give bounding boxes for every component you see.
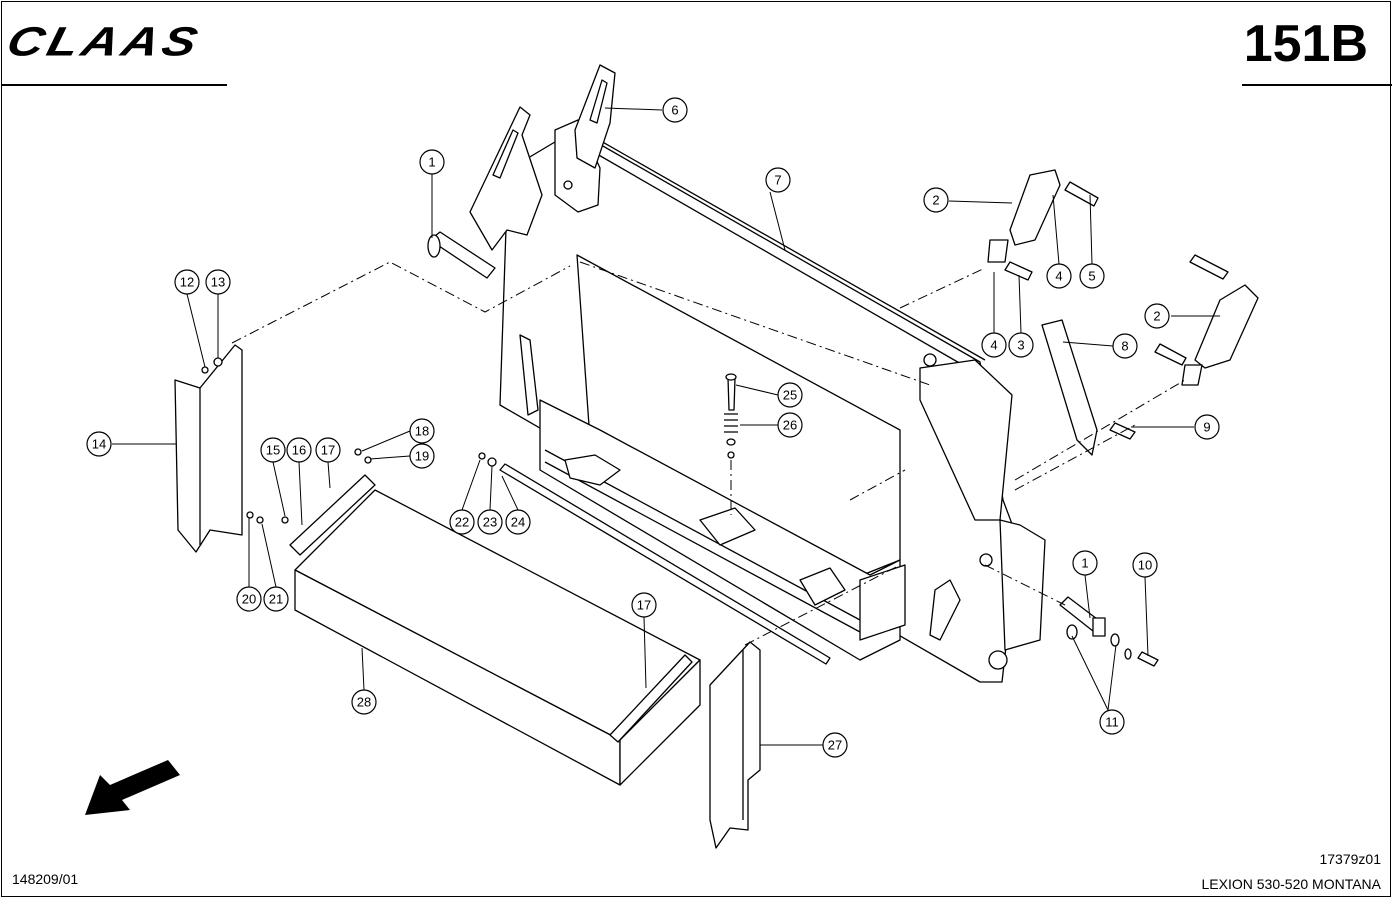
pin-lower-right bbox=[1154, 343, 1187, 366]
callout-11: 11 bbox=[1099, 709, 1125, 735]
callout-21: 21 bbox=[263, 586, 289, 612]
callout-number: 4 bbox=[990, 338, 997, 353]
main-frame-part bbox=[499, 119, 1046, 683]
callout-number: 23 bbox=[483, 515, 497, 530]
callout-2: 2 bbox=[1144, 303, 1170, 329]
left-curved-plate bbox=[469, 106, 543, 251]
callout-1: 1 bbox=[419, 149, 445, 175]
callout-27: 27 bbox=[822, 732, 848, 758]
callout-number: 9 bbox=[1203, 420, 1210, 435]
washers-11 bbox=[1066, 624, 1132, 660]
callout-number: 1 bbox=[1081, 556, 1088, 571]
callout-10: 10 bbox=[1132, 552, 1158, 578]
callout-number: 27 bbox=[828, 738, 842, 753]
callout-number: 12 bbox=[180, 275, 194, 290]
callout-number: 17 bbox=[321, 443, 335, 458]
rod-24 bbox=[499, 463, 831, 665]
callout-17: 17 bbox=[315, 437, 341, 463]
callout-number: 4 bbox=[1055, 269, 1062, 284]
callout-number: 26 bbox=[783, 418, 797, 433]
callout-number: 28 bbox=[357, 695, 371, 710]
callout-number: 2 bbox=[932, 193, 939, 208]
cylinder-2-lower bbox=[1181, 284, 1259, 386]
callout-18: 18 bbox=[409, 418, 435, 444]
callout-8: 8 bbox=[1112, 333, 1138, 359]
callout-number: 3 bbox=[1017, 338, 1024, 353]
callout-number: 17 bbox=[637, 598, 651, 613]
callout-number: 20 bbox=[242, 592, 256, 607]
callout-number: 24 bbox=[511, 515, 525, 530]
callout-22: 22 bbox=[449, 509, 475, 535]
spring-26 bbox=[724, 413, 738, 459]
model-name: LEXION 530-520 MONTANA bbox=[1201, 876, 1381, 892]
pin-3 bbox=[1004, 261, 1033, 281]
callout-4: 4 bbox=[981, 332, 1007, 358]
drawing-number: 17379z01 bbox=[1319, 851, 1381, 867]
callout-13: 13 bbox=[205, 269, 231, 295]
callout-7: 7 bbox=[765, 167, 791, 193]
callout-number: 5 bbox=[1088, 269, 1095, 284]
callout-number: 21 bbox=[269, 592, 283, 607]
pin-5 bbox=[1064, 181, 1099, 207]
pin-upper-right bbox=[1189, 254, 1229, 280]
callout-9: 9 bbox=[1194, 414, 1220, 440]
callout-16: 16 bbox=[286, 437, 312, 463]
callout-number: 19 bbox=[415, 449, 429, 464]
page-code: 151B bbox=[1243, 15, 1368, 73]
callout-6: 6 bbox=[662, 97, 688, 123]
callout-12: 12 bbox=[174, 269, 200, 295]
callout-number: 14 bbox=[92, 437, 106, 452]
guide-plate-8 bbox=[1041, 319, 1098, 456]
pin-1-right bbox=[1059, 596, 1106, 637]
callout-14: 14 bbox=[86, 431, 112, 457]
callout-20: 20 bbox=[236, 586, 262, 612]
callout-number: 25 bbox=[783, 388, 797, 403]
callout-number: 6 bbox=[671, 103, 678, 118]
callout-number: 16 bbox=[292, 443, 306, 458]
callout-15: 15 bbox=[260, 437, 286, 463]
callout-19: 19 bbox=[409, 443, 435, 469]
bolt-25 bbox=[725, 373, 737, 411]
guide-plate-6 bbox=[574, 64, 616, 169]
callout-number: 22 bbox=[455, 515, 469, 530]
bottom-plate-28 bbox=[289, 474, 701, 786]
callout-2: 2 bbox=[923, 187, 949, 213]
callout-number: 13 bbox=[211, 275, 225, 290]
callout-number: 7 bbox=[774, 173, 781, 188]
callout-number: 18 bbox=[415, 424, 429, 439]
small-hardware bbox=[201, 357, 497, 524]
callout-1: 1 bbox=[1072, 550, 1098, 576]
callout-number: 15 bbox=[266, 443, 280, 458]
callout-3: 3 bbox=[1008, 332, 1034, 358]
assembly-lines bbox=[231, 261, 1186, 646]
bolt-9 bbox=[1109, 422, 1136, 440]
side-panel-27 bbox=[709, 641, 761, 849]
callout-number: 10 bbox=[1138, 558, 1152, 573]
header-rule-left bbox=[1, 84, 227, 86]
callout-number: 1 bbox=[428, 155, 435, 170]
header-rule-right bbox=[1242, 84, 1392, 86]
cylinder-2-top bbox=[987, 169, 1061, 263]
callout-23: 23 bbox=[477, 509, 503, 535]
callout-number: 11 bbox=[1105, 715, 1119, 730]
callout-26: 26 bbox=[777, 412, 803, 438]
direction-arrow-icon bbox=[85, 760, 180, 815]
sheet-number: 148209/01 bbox=[12, 871, 79, 887]
callout-5: 5 bbox=[1079, 263, 1105, 289]
callout-number: 2 bbox=[1153, 309, 1160, 324]
callout-25: 25 bbox=[777, 382, 803, 408]
callout-number: 8 bbox=[1121, 339, 1128, 354]
callout-4: 4 bbox=[1046, 263, 1072, 289]
callout-28: 28 bbox=[351, 689, 377, 715]
bolt-10 bbox=[1137, 651, 1159, 667]
pin-1-top bbox=[427, 231, 496, 279]
leader-lines bbox=[112, 107, 1220, 746]
callout-17: 17 bbox=[631, 592, 657, 618]
callout-24: 24 bbox=[505, 509, 531, 535]
side-panel-14 bbox=[174, 344, 243, 553]
